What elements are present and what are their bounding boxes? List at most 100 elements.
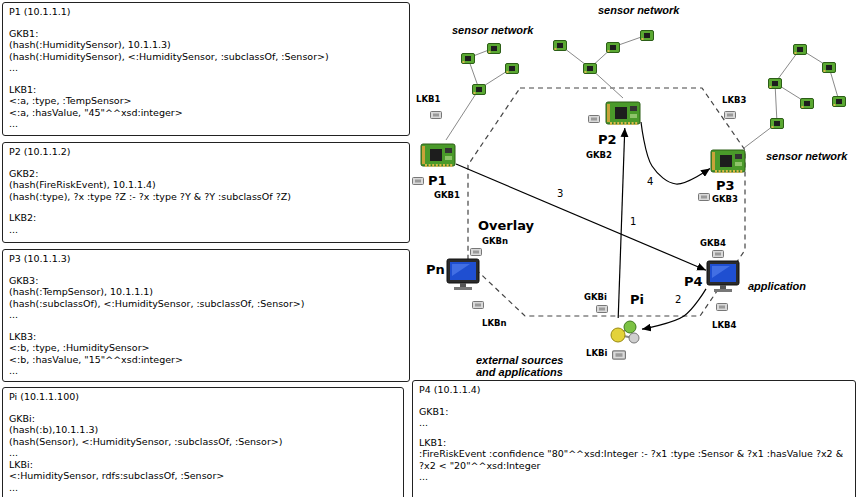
- chip-icon: [710, 146, 746, 176]
- chip-icon: [606, 102, 640, 124]
- monitor-icon: [460, 283, 466, 287]
- kb-line: <:b, :type, :HumiditySensor>: [9, 342, 403, 354]
- kb-line: GKB1:: [9, 28, 403, 40]
- kb-icon: [699, 194, 710, 201]
- chip-icon: [605, 98, 641, 128]
- sensor-mote: [506, 64, 519, 74]
- kb-line: LKB1:: [419, 437, 849, 449]
- kb-line: <:a, :type, :TempSensor>: [9, 95, 403, 107]
- peer-name: P2: [598, 132, 617, 147]
- kb-line: P3 (10.1.1.3): [9, 253, 403, 265]
- chip-icon: [726, 170, 728, 173]
- chip-icon: [733, 170, 735, 173]
- kb-icon: [613, 351, 626, 359]
- chip-icon: [607, 104, 610, 122]
- text-box: P3 (10.1.1.3) GKB3:(hash(:TempSensor), 10…: [2, 249, 410, 382]
- monitor-icon: [454, 287, 472, 290]
- kb-name: GKBn: [482, 236, 508, 246]
- kb-name: GKB4: [700, 238, 726, 248]
- step-number: 2: [674, 294, 682, 306]
- chip-icon: [712, 152, 715, 170]
- kb-icon: [473, 302, 484, 309]
- peer-name: Pn: [426, 262, 445, 277]
- peer-node: GKBnPnLKBn: [446, 258, 480, 292]
- sensor-mote: [801, 99, 814, 109]
- kb-line: (hash(FireRiskEvent), 10.1.1.4): [9, 179, 403, 191]
- chip-icon: [450, 164, 452, 167]
- kb-name: GKB2: [586, 150, 612, 160]
- peer-node: LKB1P1GKB1: [420, 140, 456, 170]
- chip-icon: [439, 164, 441, 167]
- sensor-mote: [771, 119, 784, 129]
- peer-name: P3: [716, 178, 735, 193]
- kb-name: LKB1: [416, 94, 440, 104]
- kb-name: LKB4: [712, 320, 736, 330]
- kb-line: <:HumiditySensor, rdfs:subclassOf, :Sens…: [9, 470, 397, 482]
- kb-line: GKB3:: [9, 275, 403, 287]
- sensor-mote: [488, 44, 501, 54]
- kb-line: (hash(Sensor), <:HumiditySensor, :subcla…: [9, 436, 397, 448]
- chip-icon: [445, 148, 452, 153]
- kb-line: (hash(:subclassOf), <:HumiditySensor, :s…: [9, 298, 403, 310]
- kb-line: GKBi:: [9, 413, 397, 425]
- sensor-mote: [473, 85, 486, 95]
- chip-icon: [422, 146, 425, 164]
- annotation: external sources and applications: [476, 354, 582, 378]
- chip-icon: [737, 170, 739, 173]
- annotation: sensor network: [598, 4, 679, 16]
- chip-icon: [630, 114, 637, 118]
- monitor-icon: [447, 259, 479, 283]
- peer-name: P4: [684, 274, 703, 289]
- kb-name: LKBn: [482, 318, 507, 328]
- step-number: 3: [556, 188, 564, 200]
- step-number: 4: [646, 176, 654, 188]
- kb-line: :FireRiskEvent :confidence "80"^^xsd:Int…: [419, 448, 849, 471]
- peer-node: GKBiPiLKBi: [608, 318, 642, 346]
- sensor-mote: [584, 64, 597, 74]
- kb-line: <:b, :hasValue, "15"^^xsd:integer>: [9, 354, 403, 366]
- chip-icon: [614, 122, 616, 125]
- text-box: P1 (10.1.1.1) GKB1: (hash(:HumiditySensor)…: [2, 2, 410, 136]
- kb-icon: [413, 178, 424, 185]
- kb-line: ...: [9, 224, 403, 236]
- chip-icon: [430, 149, 442, 161]
- sensor-mote: [607, 43, 620, 53]
- chip-icon: [617, 122, 619, 125]
- kb-line: (hash(:HumiditySensor), <:HumiditySensor…: [9, 51, 403, 63]
- chip-icon: [624, 122, 626, 125]
- chip-icon: [436, 164, 438, 167]
- kb-line: <:a, :hasValue, "45"^^xsd:integer>: [9, 107, 403, 119]
- kb-icon: [471, 249, 482, 256]
- sensor-mote: [833, 97, 846, 107]
- message-arrow: [642, 289, 706, 329]
- annotation: sensor network: [766, 150, 847, 162]
- kb-line: P1 (10.1.1.1): [9, 6, 403, 18]
- chip-icon: [610, 122, 612, 125]
- chip-icon: [421, 144, 455, 166]
- chip-icon: [615, 107, 627, 119]
- kb-line: ...: [9, 62, 403, 74]
- molecule-icon: [629, 333, 639, 343]
- kb-line: (hash(:TempSensor), 10.1.1.1): [9, 286, 403, 298]
- text-box: Pi (10.1.1.100)GKBi:(hash(:b),10.1.1.3)(…: [2, 387, 404, 497]
- peer-node: P2GKB2: [605, 98, 641, 128]
- molecule-icon: [608, 318, 642, 346]
- kb-icon: [589, 116, 600, 123]
- kb-name: LKB3: [722, 95, 746, 105]
- kb-name: GKB1: [434, 190, 460, 200]
- kb-line: ...: [9, 365, 403, 377]
- kb-line: ...: [9, 482, 397, 494]
- chip-icon: [720, 155, 732, 167]
- molecule-icon: [624, 321, 636, 333]
- monitor-icon: [714, 289, 732, 292]
- sensor-mote: [769, 79, 782, 89]
- sensor-mote: [823, 63, 836, 73]
- monitor-icon: [707, 261, 739, 285]
- kb-line: ...: [9, 447, 397, 459]
- kb-line: ...: [419, 417, 849, 429]
- kb-line: LKB3:: [9, 331, 403, 343]
- kb-icon: [413, 112, 736, 360]
- kb-icon: [431, 112, 442, 119]
- chip-icon: [425, 164, 427, 167]
- monitor-icon: [710, 264, 736, 282]
